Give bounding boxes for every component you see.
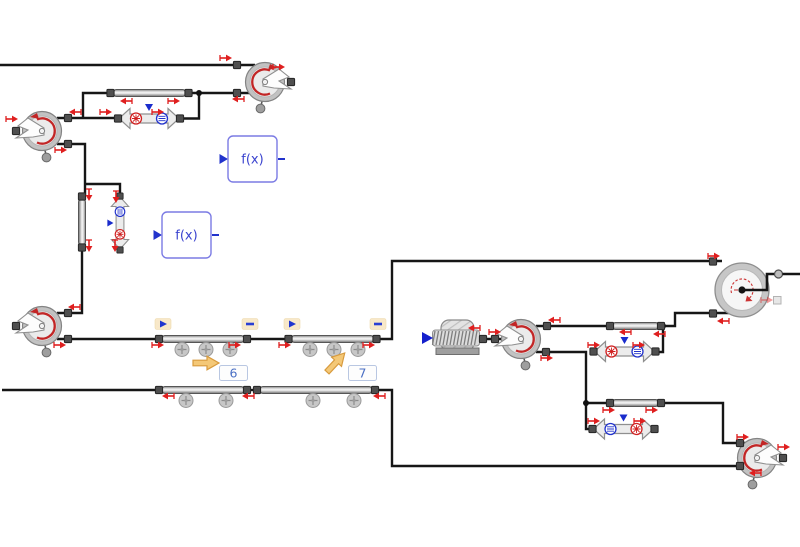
signal-minus-icon	[369, 318, 387, 330]
counter-badge[interactable]: 7	[348, 365, 377, 381]
roller-icon	[174, 341, 190, 358]
heater-cooler-arrow-icon[interactable]	[107, 193, 128, 253]
roller-icon	[305, 392, 321, 409]
motor-icon[interactable]	[422, 319, 480, 355]
heater-cooler-arrow-icon[interactable]	[114, 104, 183, 129]
junction-dot	[583, 400, 589, 406]
connection-line[interactable]	[182, 93, 201, 120]
roller-icon	[198, 341, 214, 358]
fan-icon[interactable]	[491, 320, 540, 370]
signal-minus-icon	[241, 318, 259, 330]
pipe-icon[interactable]	[606, 399, 664, 406]
function-block-label: f(x)	[241, 153, 263, 168]
counter-badge[interactable]: 6	[219, 365, 248, 381]
counter-value: 6	[230, 366, 238, 381]
roller-icon	[346, 392, 362, 409]
function-block[interactable]: f(x)	[219, 135, 286, 183]
signal-triangle-icon	[283, 318, 301, 330]
heater-cooler-arrow-icon[interactable]	[590, 337, 659, 362]
insulated-pipe-segment[interactable]	[155, 386, 250, 409]
signal-triangle-icon	[219, 154, 228, 164]
heater-cooler-arrow-icon[interactable]	[589, 415, 658, 440]
insulated-pipe-segment[interactable]	[253, 386, 378, 409]
highlight-arrow-icon	[192, 355, 220, 371]
insulated-pipe-segment[interactable]	[285, 335, 380, 358]
fan-icon[interactable]	[738, 439, 787, 489]
function-block-label: f(x)	[175, 229, 197, 244]
signal-triangle-icon	[422, 332, 433, 344]
fan-icon[interactable]	[246, 63, 295, 113]
connection-line[interactable]	[85, 182, 122, 195]
connection-line[interactable]	[57, 248, 84, 315]
pipe-icon[interactable]	[606, 322, 664, 329]
junction-dot	[196, 90, 202, 96]
pipe-icon[interactable]	[78, 193, 85, 251]
connection-line[interactable]	[660, 401, 746, 445]
flywheel-icon[interactable]	[714, 262, 800, 318]
roller-icon	[218, 392, 234, 409]
roller-icon	[302, 341, 318, 358]
signal-markers	[154, 318, 387, 330]
signal-triangle-icon	[154, 318, 172, 330]
fan-icon[interactable]	[12, 307, 61, 357]
connection-line[interactable]	[660, 311, 730, 328]
signal-triangle-icon	[153, 230, 162, 240]
roller-icon	[178, 392, 194, 409]
connection-line[interactable]	[81, 91, 112, 118]
connection-line[interactable]	[536, 350, 595, 431]
connection-line[interactable]	[374, 259, 722, 341]
function-block[interactable]: f(x)	[153, 211, 220, 259]
pipe-icon[interactable]	[107, 89, 192, 96]
shaft-connector-icon	[478, 334, 488, 344]
ghost-connector-icon	[773, 296, 782, 305]
connection-line[interactable]	[374, 388, 739, 468]
flange-connector-icon	[773, 269, 784, 279]
counter-value: 7	[359, 366, 367, 381]
fan-icon[interactable]	[12, 112, 61, 162]
